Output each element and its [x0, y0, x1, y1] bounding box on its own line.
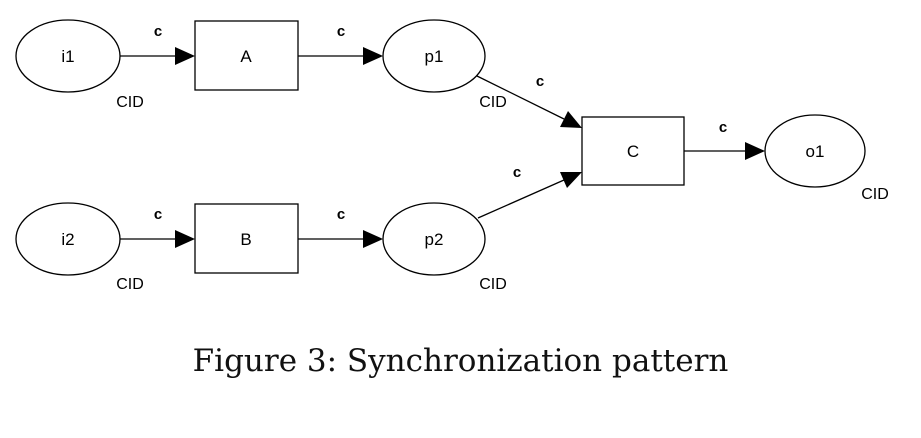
transition-label: B [240, 230, 251, 249]
arc-label: c [154, 23, 162, 40]
transition-C: C [581, 116, 685, 186]
place-label: o1 [806, 142, 825, 161]
place-type-label: CID [479, 94, 507, 111]
arc-label: c [337, 206, 345, 223]
arc-i2-to-B: c [120, 206, 195, 248]
petri-net-diagram: c c c c c c c [15, 19, 889, 293]
place-i1: i1 CID [15, 19, 144, 111]
arc-label: c [154, 206, 162, 223]
transition-B: B [194, 203, 299, 274]
transition-label: C [627, 142, 639, 161]
place-type-label: CID [116, 94, 144, 111]
arc-C-to-o1: c [684, 119, 765, 160]
arc-label: c [513, 164, 521, 181]
arc-label: c [536, 73, 544, 90]
place-p2: p2 CID [382, 202, 507, 293]
place-i2: i2 CID [15, 202, 144, 293]
place-o1: o1 CID [764, 114, 889, 203]
place-type-label: CID [861, 186, 889, 203]
arc-A-to-p1: c [298, 23, 383, 65]
transition-label: A [240, 47, 252, 66]
place-label: i1 [61, 47, 74, 66]
arc-p2-to-C: c [477, 164, 582, 219]
figure-caption: Figure 3: Synchronization pattern [192, 343, 729, 379]
place-type-label: CID [116, 276, 144, 293]
arc-i1-to-A: c [120, 23, 195, 65]
transition-A: A [194, 20, 299, 91]
place-label: p2 [425, 230, 444, 249]
arc-B-to-p2: c [298, 206, 383, 248]
arc-label: c [719, 119, 727, 136]
arc-p1-to-C: c [476, 73, 582, 128]
place-type-label: CID [479, 276, 507, 293]
place-label: p1 [425, 47, 444, 66]
arc-label: c [337, 23, 345, 40]
place-p1: p1 CID [382, 19, 507, 111]
place-label: i2 [61, 230, 74, 249]
